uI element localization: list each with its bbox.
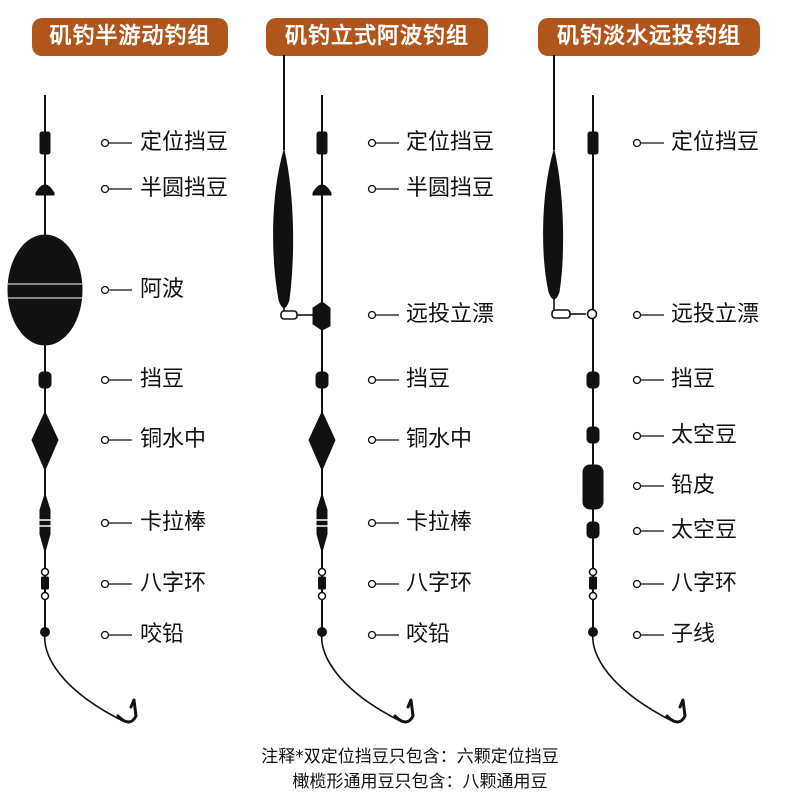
rig-2-label-shot: 咬铅	[406, 622, 451, 647]
rig-3-drawing	[543, 55, 687, 724]
rig-2-upright-float	[273, 149, 294, 308]
rig-3-lead-sheet	[582, 464, 604, 510]
rig-3-upright-float	[543, 149, 564, 300]
rig-2-drawing	[273, 55, 415, 724]
rig-1-half-round-bead	[35, 184, 55, 196]
rig-1-hook	[116, 698, 138, 724]
rig-2-swivel-ring-top	[317, 567, 327, 577]
rig-3-space-bead-top	[586, 426, 600, 444]
rig-1-drawing	[7, 95, 138, 724]
rig-2-leader	[320, 631, 403, 723]
rig-2-bead	[315, 371, 329, 389]
rig-2-label-kara: 卡拉棒	[406, 510, 473, 535]
rig-title-freshwater-cast: 矶钓淡水远投钓组	[538, 18, 760, 56]
rig-1-swivel-body	[41, 576, 49, 590]
rig-1-label-half-round: 半圆挡豆	[140, 176, 229, 201]
rig-2-float-connector	[312, 301, 331, 331]
rig-3-float-ring	[586, 308, 598, 320]
rig-3-leader	[591, 631, 675, 723]
rig-2-label-half-round: 半圆挡豆	[406, 176, 495, 201]
rig-3-label-lead-sheet: 铅皮	[671, 473, 716, 498]
rig-1-bead	[38, 371, 52, 389]
rig-2-hook	[393, 698, 415, 724]
rig-3-swivel-ring-bottom	[588, 591, 598, 601]
rig-2-kara-stick	[316, 492, 328, 554]
rig-3-swivel-body	[589, 576, 597, 590]
rig-2-swivel-ring-bottom	[317, 591, 327, 601]
rig-title-upright-awa: 矶钓立式阿波钓组	[266, 18, 488, 56]
rig-2-label-float: 远投立漂	[406, 302, 495, 327]
footnote-stopper-beads: 注释*双定位挡豆只包含：六颗定位挡豆	[261, 747, 559, 767]
rig-2-label-stopper: 定位挡豆	[406, 130, 495, 155]
rig-2-label-swivel: 八字环	[406, 571, 473, 596]
rig-3-space-bead-bottom	[586, 521, 600, 539]
rig-1-label-shot: 咬铅	[140, 622, 185, 647]
rig-3-label-stopper: 定位挡豆	[671, 130, 760, 155]
rig-3-hook	[665, 698, 687, 724]
rig-1-swivel-ring-bottom	[40, 591, 50, 601]
rig-2-label-brass: 铜水中	[406, 427, 473, 452]
rig-3-label-space-bead-top: 太空豆	[671, 423, 738, 448]
rig-1-label-brass: 铜水中	[140, 427, 207, 452]
rig-2-label-bead: 挡豆	[406, 367, 451, 392]
rig-1-label-kara: 卡拉棒	[140, 510, 207, 535]
label-connectors	[100, 138, 664, 640]
rig-3-bead	[586, 371, 600, 389]
rig-title-semi-floating: 矶钓半游动钓组	[32, 18, 228, 56]
rig-3-label-swivel: 八字环	[671, 571, 738, 596]
rig-2-stopper-bead	[316, 131, 328, 155]
rig-3-label-space-bead-bottom: 太空豆	[671, 518, 738, 543]
rig-1-awa-float	[7, 234, 83, 346]
rig-1-swivel-ring-top	[40, 567, 50, 577]
footnote-universal-beads: 橄榄形通用豆只包含：八颗通用豆	[292, 772, 548, 792]
rig-3-label-leader: 子线	[671, 622, 716, 647]
rig-3-snap-swivel	[551, 309, 571, 319]
rig-1-leader	[43, 631, 126, 723]
rig-1-label-swivel: 八字环	[140, 571, 207, 596]
rig-1-label-awa: 阿波	[140, 277, 185, 302]
rig-1-stopper-bead	[39, 131, 51, 155]
rig-2-brass-sinker	[308, 410, 336, 472]
rig-3-label-bead: 挡豆	[671, 367, 716, 392]
rig-3-swivel-ring-top	[588, 567, 598, 577]
rig-1-label-bead: 挡豆	[140, 367, 185, 392]
rig-3-stopper-bead	[587, 131, 599, 155]
rig-1-label-stopper: 定位挡豆	[140, 130, 229, 155]
rig-2-swivel-body	[318, 576, 326, 590]
rig-1-brass-sinker	[31, 410, 59, 472]
rig-2-snap-swivel	[280, 310, 298, 320]
rig-2-half-round-bead	[312, 184, 332, 196]
rig-1-kara-stick	[39, 492, 51, 554]
rig-3-label-float: 远投立漂	[671, 302, 760, 327]
